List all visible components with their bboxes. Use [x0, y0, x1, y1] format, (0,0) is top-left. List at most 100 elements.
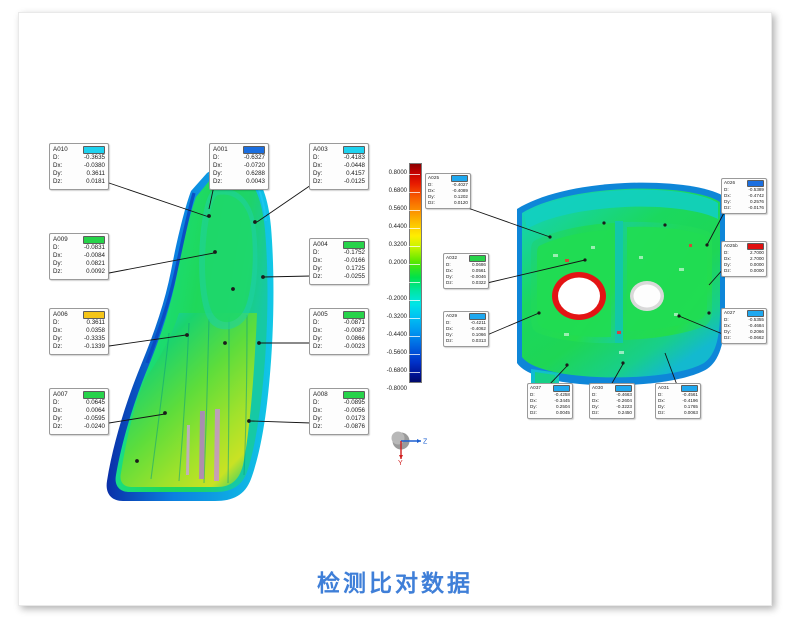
callout-a037[interactable]: A037 D:-0.4258 Dx:-0.3445 Dy:0.2504 Dz:0…	[527, 383, 573, 419]
callout-a008[interactable]: A008 D:-0.0895 Dx:-0.0056 Dy:0.0173 Dz:-…	[309, 388, 369, 435]
callout-color-swatch	[343, 391, 365, 399]
callout-a032[interactable]: A032 D:0.0686 Dx:0.0561 Dy:-0.0046 Dz:0.…	[443, 253, 489, 289]
colorbar-gradient	[409, 163, 422, 383]
callout-a006[interactable]: A006 D:0.3611 Dx:0.0358 Dy:-0.3335 Dz:-0…	[49, 308, 109, 355]
callout-dy: 0.4157	[346, 170, 365, 177]
callout-a029[interactable]: A029 D:-0.4211 Dx:-0.4062 Dy:0.1066 Dz:0…	[443, 311, 489, 347]
callout-dx: -0.0084	[84, 252, 105, 259]
callout-dx: -0.0448	[344, 162, 365, 169]
callout-dy: -0.3223	[616, 403, 632, 409]
callout-a003[interactable]: A003 D:-0.4183 Dx:-0.0448 Dy:0.4157 Dz:-…	[309, 143, 369, 190]
callout-color-swatch	[747, 180, 764, 187]
callout-dz: -0.1339	[84, 343, 105, 350]
colorbar-tick: -0.8000	[386, 386, 407, 392]
callout-dx: -0.0056	[344, 407, 365, 414]
callout-dz: 0.0092	[86, 268, 105, 275]
callout-dy: 0.0821	[86, 260, 105, 267]
callout-color-swatch	[83, 236, 105, 244]
callout-d: -0.4183	[344, 154, 365, 161]
callout-a007[interactable]: A007 D:0.0645 Dx:0.0064 Dy:-0.0595 Dz:-0…	[49, 388, 109, 435]
callout-dy: 0.1202	[453, 193, 468, 199]
callout-dy: 0.2066	[749, 328, 764, 334]
callout-id: A008	[313, 391, 328, 398]
callout-color-swatch	[747, 243, 764, 250]
callout-dz: -0.0876	[344, 423, 365, 430]
callout-dx: -0.3445	[554, 397, 570, 403]
colorbar-tick: 0.2000	[388, 260, 407, 266]
callout-dy: 0.2504	[555, 403, 570, 409]
callout-dz: -0.0125	[344, 178, 365, 185]
callout-a025-red[interactable]: A025b D:2.7000 Dx:2.7000 Dy:0.0000 Dz:0.…	[721, 241, 767, 277]
callout-d: -0.4663	[616, 391, 632, 397]
right-part-geometry	[517, 182, 725, 401]
callout-dx: 0.0358	[86, 327, 105, 334]
callout-dx: -0.0380	[84, 162, 105, 169]
callout-dy: 0.6288	[246, 170, 265, 177]
callout-dy: -0.0046	[470, 273, 486, 279]
report-sheet: 0.8000 0.6800 0.5600 0.4400 0.3200 0.200…	[18, 12, 772, 606]
callout-dx: 0.0064	[86, 407, 105, 414]
axis-z-label: Z	[423, 439, 428, 446]
callout-dz: 0.0313	[471, 337, 486, 343]
callout-id: A007	[53, 391, 68, 398]
callout-color-swatch	[747, 310, 764, 317]
deviation-render-canvas	[106, 165, 725, 501]
axis-triad-icon: Z Y	[391, 431, 428, 466]
callout-color-swatch	[243, 146, 265, 154]
callout-id: A025	[428, 175, 440, 181]
callout-dz: 0.0045	[555, 409, 570, 415]
callout-id: A004	[313, 241, 328, 248]
callout-a001[interactable]: A001 D:-0.6327 Dx:-0.0720 Dy:0.6288 Dz:0…	[209, 143, 269, 190]
callout-d: 0.3611	[86, 319, 105, 326]
callout-dz: -0.0255	[344, 273, 365, 280]
callout-dy: 0.1725	[346, 265, 365, 272]
colorbar-tick: -0.4400	[386, 332, 407, 338]
callout-dy: 0.0866	[346, 335, 365, 342]
callout-color-swatch	[451, 175, 468, 182]
callout-dz: 0.2450	[617, 409, 632, 415]
callout-a026[interactable]: A026 D:-0.5389 Dx:-0.4742 Dy:0.2576 Dz:-…	[721, 178, 767, 214]
callout-dz: -0.0662	[748, 334, 764, 340]
callout-id: A031	[658, 385, 670, 391]
callout-a030[interactable]: A030 D:-0.4663 Dx:-0.2604 Dy:-0.3223 Dz:…	[589, 383, 635, 419]
callout-d: -0.6327	[244, 154, 265, 161]
callout-dz: 0.0063	[683, 409, 698, 415]
callout-a004[interactable]: A004 D:-0.1752 Dx:-0.0166 Dy:0.1725 Dz:-…	[309, 238, 369, 285]
callout-d: -0.3635	[84, 154, 105, 161]
colorbar-tick: 0.5600	[388, 206, 407, 212]
callout-id: A037	[530, 385, 542, 391]
callout-d: 0.0686	[471, 261, 486, 267]
callout-dy: -0.3335	[84, 335, 105, 342]
callout-color-swatch	[681, 385, 698, 392]
callout-dz: -0.0240	[84, 423, 105, 430]
callout-color-swatch	[469, 313, 486, 320]
callout-id: A006	[53, 311, 68, 318]
callout-d: -0.1752	[344, 249, 365, 256]
callout-d: -0.4211	[470, 319, 486, 325]
callout-a005[interactable]: A005 D:-0.0871 Dx:-0.0087 Dy:0.0866 Dz:-…	[309, 308, 369, 355]
callout-a031[interactable]: A031 D:-0.4561 Dx:-0.4196 Dy:0.1765 Dz:0…	[655, 383, 701, 419]
callout-color-swatch	[83, 311, 105, 319]
callout-dx: -0.4742	[748, 192, 764, 198]
colorbar-widget: 0.8000 0.6800 0.5600 0.4400 0.3200 0.200…	[381, 163, 437, 392]
callout-dx: 2.7000	[749, 255, 764, 261]
callout-color-swatch	[83, 391, 105, 399]
callout-dy: 0.1066	[471, 331, 486, 337]
callout-d: -0.0895	[344, 399, 365, 406]
callout-color-swatch	[83, 146, 105, 154]
callout-dy: 0.3611	[86, 170, 105, 177]
callout-a027[interactable]: A027 D:-0.5355 Dx:-0.4684 Dy:0.2066 Dz:-…	[721, 308, 767, 344]
callout-color-swatch	[553, 385, 570, 392]
callout-a009[interactable]: A009 D:-0.0831 Dx:-0.0084 Dy:0.0821 Dz:0…	[49, 233, 109, 280]
callout-color-swatch	[469, 255, 486, 262]
callout-color-swatch	[343, 241, 365, 249]
callout-dx: -0.2604	[616, 397, 632, 403]
callout-id: A032	[446, 255, 458, 261]
callout-a010[interactable]: A010 D:-0.3635 Dx:-0.0380 Dy:0.3611 Dz:0…	[49, 143, 109, 190]
callout-dz: 0.0043	[246, 178, 265, 185]
callout-d: -0.4027	[452, 181, 468, 187]
callout-d: -0.0871	[344, 319, 365, 326]
callout-d: -0.4258	[554, 391, 570, 397]
callout-a025[interactable]: A025 D:-0.4027 Dx:-0.4089 Dy:0.1202 Dz:0…	[425, 173, 471, 209]
